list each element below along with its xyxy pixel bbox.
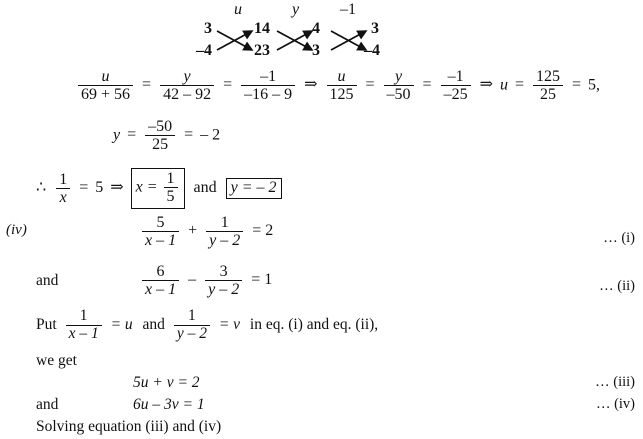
fraction-5-over-xminus1: 5 x – 1 <box>142 214 180 250</box>
equals-6: = <box>572 76 582 94</box>
cross-value-c2-bottom: 3 <box>312 42 320 59</box>
equals-3: = <box>365 76 375 94</box>
equals-v-sub: = v <box>218 315 241 333</box>
final-answers-line: ∴ 1 x = 5 ⇒ x = 1 5 and y = – 2 <box>36 168 282 209</box>
y-result-value: – 2 <box>200 126 221 144</box>
and-connector-eq-iv: and <box>36 396 59 413</box>
fraction-u-over-125sum: u 69 + 56 <box>78 68 134 104</box>
cross-header-minus-one-label: –1 <box>340 1 356 18</box>
equals-5: = <box>514 76 524 94</box>
reciprocal-x-value: 5 <box>95 178 104 196</box>
cross-value-c0-top: 3 <box>204 20 212 37</box>
fraction-y-over-minus50: y –50 <box>383 68 414 104</box>
cross-arrows-1 <box>216 30 254 51</box>
fraction-125-over-25: 125 25 <box>533 68 563 104</box>
y-value-equation: y = –50 25 = – 2 <box>113 118 220 154</box>
cross-value-c2-top: 4 <box>312 20 320 37</box>
cross-value-c1-bottom: 23 <box>254 42 270 59</box>
plus-operator-i: + <box>188 222 198 240</box>
equals-4: = <box>422 76 432 94</box>
cross-header-minus-one: –1 <box>340 1 356 19</box>
we-get-text: we get <box>36 352 77 369</box>
cross-header-u-label: u <box>234 1 242 18</box>
fraction-1-over-yminus2-i: 1 y – 2 <box>206 214 244 250</box>
implies-arrow-1: ⇒ <box>304 76 318 94</box>
part-label-iv: (iv) <box>6 222 27 238</box>
equals-one-ii: = 1 <box>251 271 273 289</box>
fraction-3-over-yminus2: 3 y – 2 <box>205 263 243 299</box>
equals-2: = <box>223 76 233 94</box>
equation-tag-ii: … (ii) <box>599 278 635 294</box>
and-connector-answers: and <box>193 178 217 196</box>
put-keyword: Put <box>36 315 57 333</box>
fraction-1-over-yminus2-sub: 1 y – 2 <box>173 307 210 342</box>
fraction-u-over-125: u 125 <box>326 68 357 104</box>
boxed-answer-y: y = – 2 <box>225 177 282 199</box>
fraction-minus1-over-minus25: –1 –25 <box>440 68 471 104</box>
fraction-1-over-5: 1 5 <box>163 170 178 206</box>
equals-y-1: = <box>127 126 137 144</box>
cross-arrows-2 <box>276 30 314 51</box>
boxed-y-text: y = – 2 <box>230 178 277 196</box>
variable-u: u <box>499 76 508 94</box>
cross-value-c3-bottom: –4 <box>364 42 380 59</box>
closing-statement: Solving equation (iii) and (iv) <box>36 418 222 435</box>
variable-y: y <box>113 126 121 144</box>
fraction-6-over-xminus1: 6 x – 1 <box>142 263 180 299</box>
equation-iii-expression: 5u + v = 2 <box>133 374 200 391</box>
cross-arrows-3 <box>330 30 368 51</box>
cross-value-c3-top: 3 <box>371 20 379 37</box>
implies-arrow-2: ⇒ <box>479 76 493 94</box>
boxed-x-lhs: x = <box>135 178 158 196</box>
equation-tag-iii: … (iii) <box>595 374 635 390</box>
equals-final-1: = <box>79 178 89 196</box>
equals-u-sub: = u <box>110 315 133 333</box>
cross-value-c1-top: 14 <box>254 20 270 37</box>
fraction-1-over-x: 1 x <box>56 171 71 207</box>
equals-y-2: = <box>184 126 194 144</box>
implies-arrow-final: ⇒ <box>110 178 124 196</box>
fraction-y-over-42minus92: y 42 – 92 <box>160 68 215 104</box>
fraction-minus1-over-minus16minus9: –1 –16 – 9 <box>241 68 296 104</box>
cross-header-u: u <box>234 1 242 19</box>
and-connector-sub: and <box>142 315 165 333</box>
equation-tag-i: … (i) <box>603 230 635 246</box>
fraction-minus50-over-25: –50 25 <box>145 118 176 154</box>
cross-header-y-label: y <box>292 1 300 18</box>
cross-header-y: y <box>292 1 299 19</box>
fraction-1-over-xminus1-sub: 1 x – 1 <box>65 307 102 342</box>
and-connector-ii: and <box>36 272 59 289</box>
minus-operator-ii: – <box>188 271 197 289</box>
u-result-value: 5, <box>588 76 601 94</box>
substitution-tail: in eq. (i) and eq. (ii), <box>249 315 379 333</box>
equation-ii: 6 x – 1 – 3 y – 2 = 1 <box>140 263 275 299</box>
proportion-equation-line: u 69 + 56 = y 42 – 92 = –1 –16 – 9 ⇒ u 1… <box>76 68 600 104</box>
equation-iv-expression: 6u – 3v = 1 <box>133 396 205 413</box>
therefore-symbol: ∴ <box>36 178 47 196</box>
equation-tag-iv: … (iv) <box>595 396 635 412</box>
cross-value-c0-bottom: –4 <box>196 42 212 59</box>
boxed-answer-x: x = 1 5 <box>130 168 185 209</box>
equals-two-i: = 2 <box>252 222 274 240</box>
substitution-line: Put 1 x – 1 = u and 1 y – 2 = v in eq. (… <box>36 307 379 342</box>
equation-i: 5 x – 1 + 1 y – 2 = 2 <box>140 214 276 250</box>
equals-1: = <box>142 76 152 94</box>
